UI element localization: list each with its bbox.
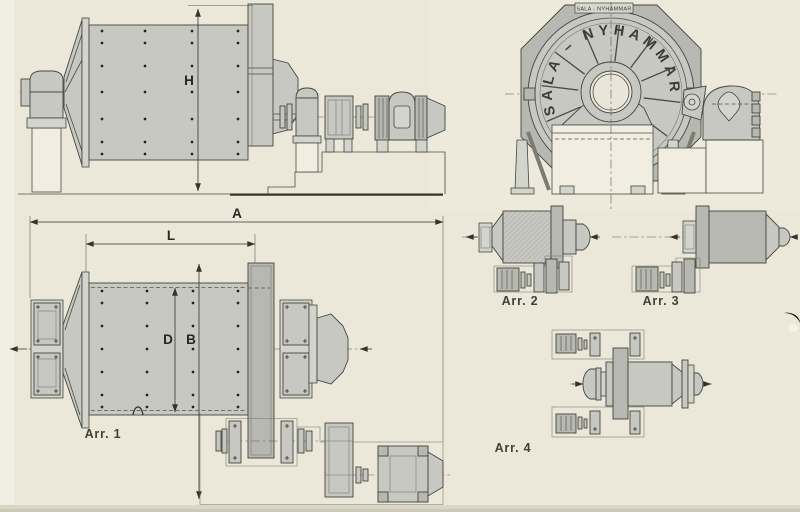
pinion-bearing: [671, 261, 683, 293]
end-view: SALA – NYHAMMAR SALA - NYHAMMAR: [505, 2, 778, 210]
fan-cowl-plan: [427, 451, 444, 497]
dim-label-l: L: [167, 228, 175, 243]
motor: [496, 267, 520, 292]
foot-pad: [630, 185, 646, 195]
dimension-h: H: [184, 5, 253, 192]
fan-cowl: [426, 97, 446, 139]
discharge-cone-plan: [308, 304, 349, 385]
coupling-disc: [286, 103, 293, 131]
discharge-bearing-plan: [279, 299, 313, 399]
photo-artifact-highlight: [788, 324, 798, 332]
drive-baseplate: [493, 255, 573, 293]
shell: [502, 210, 552, 264]
end-view-foundations: [551, 124, 764, 195]
dim-label-b: B: [186, 332, 196, 347]
gear-guard-plan: [247, 262, 275, 459]
dimension-a: A: [29, 206, 444, 442]
gearbox-plan: [324, 422, 354, 498]
rim-bolt-lug: [523, 87, 536, 101]
bottom-drive: [551, 406, 645, 438]
motor-foot: [376, 139, 389, 153]
main-foundation-block: [551, 124, 654, 195]
label-arr3: Arr. 3: [643, 294, 680, 308]
bearing-stand: [295, 142, 319, 173]
dim-label-h: H: [184, 73, 194, 88]
end-flange: [81, 17, 90, 168]
pinion-foundation-block: [705, 139, 764, 194]
dim-label-a: A: [232, 206, 242, 221]
brand-plate-text: SALA - NYHAMMAR: [576, 7, 631, 13]
bearing-pedestal: [31, 127, 62, 193]
drive-train-elevation: [273, 87, 446, 173]
foot-pad: [559, 185, 575, 195]
label-arr2: Arr. 2: [502, 294, 539, 308]
plan-view-arr4: Arr. 4: [495, 329, 712, 455]
drive-baseplate: [631, 257, 701, 293]
plan-view-arr3: Arr. 3: [612, 205, 798, 308]
pinion-bearing: [533, 262, 545, 293]
motor-plan: [377, 445, 444, 503]
side-foundation-block: [657, 147, 707, 194]
label-arr4: Arr. 4: [495, 441, 532, 455]
pinion-assembly-end-view: [681, 85, 761, 141]
cone: [765, 212, 780, 262]
brand-plate: SALA - NYHAMMAR: [574, 2, 634, 14]
coupling-disc: [362, 103, 369, 131]
drive-train-plan: [199, 413, 450, 505]
dim-label-d: D: [163, 332, 173, 347]
dimension-d: D: [163, 287, 178, 413]
coupling-disc: [279, 105, 286, 129]
coupling-disc: [355, 105, 362, 129]
plan-view-arr2: Arr. 2: [462, 205, 600, 308]
end-dome: [575, 223, 591, 251]
rivet-grid: [100, 29, 240, 156]
gearbox: [324, 95, 354, 140]
bearing-base: [26, 117, 67, 129]
bearing-cap: [29, 70, 64, 93]
motor: [635, 266, 659, 292]
page-artifacts: [784, 312, 800, 333]
feed-cone: [63, 17, 90, 168]
end-dome: [693, 372, 704, 396]
top-drive: [551, 329, 645, 360]
pinion-bearing: [295, 97, 319, 137]
shaft-stub: [20, 78, 32, 107]
feed-dome: [582, 368, 597, 400]
bearing-heart-cutout: [717, 91, 741, 122]
feed-bearing-plan: [30, 299, 64, 399]
mill-shell-plan: [88, 282, 249, 416]
rivet-grid: [100, 289, 240, 409]
motor-elevation: [374, 91, 446, 153]
pinion-bearing-plan: [280, 420, 294, 464]
clamp-hook: [132, 406, 144, 416]
shell: [627, 361, 673, 407]
label-arr1: Arr. 1: [85, 427, 122, 441]
mill-shell-elevation: [88, 24, 249, 161]
pinion-bearing-plan: [228, 420, 242, 464]
dimension-b: B: [186, 263, 202, 500]
end-dome: [778, 227, 791, 247]
motor-foot: [415, 139, 428, 153]
end-flange-plan: [81, 271, 90, 429]
elevation-view: H: [18, 3, 448, 196]
pinion-bearing-cap: [295, 87, 319, 99]
girth-gear-guard: [247, 3, 274, 147]
bearing-housing: [29, 91, 64, 119]
shell: [708, 210, 767, 264]
bearing: [562, 219, 577, 255]
gear-slab: [612, 347, 629, 420]
gear-slab: [695, 205, 710, 269]
plan-view-arr1: A L: [9, 206, 450, 505]
feed-trunnion-bearing: [20, 70, 67, 193]
